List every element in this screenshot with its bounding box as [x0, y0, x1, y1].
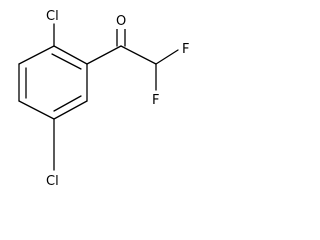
bond-carbonyl-to-cf2 [120, 45, 157, 65]
chlorine-top-label-bg [46, 7, 64, 23]
fluorine-bottom-label-bg [151, 92, 162, 108]
oxygen-label-bg [115, 13, 127, 29]
ring-bond-c1-c2 [53, 45, 88, 65]
bond-ring-to-carbonyl [86, 45, 122, 65]
chlorine-bottom-label-bg [46, 172, 64, 188]
bond-cf2-to-fluorine-right [155, 49, 179, 65]
ring-double-bond-inner-3 [53, 95, 82, 112]
ring-double-bond-inner-1 [51, 53, 82, 70]
ring-bond-c4-c5 [18, 100, 55, 120]
chemical-structure: Cl Cl O F F [18, 7, 192, 189]
chlorine-top-label: Cl [46, 9, 59, 24]
ring-bond-c5-c6 [53, 100, 88, 120]
oxygen-label: O [116, 14, 126, 29]
chlorine-bottom-label: Cl [46, 174, 59, 189]
ring-bond-c2-c3 [18, 45, 55, 65]
fluorine-right-label-bg [181, 40, 192, 56]
fluorine-bottom-label: F [152, 93, 159, 108]
fluorine-right-label: F [182, 42, 189, 57]
